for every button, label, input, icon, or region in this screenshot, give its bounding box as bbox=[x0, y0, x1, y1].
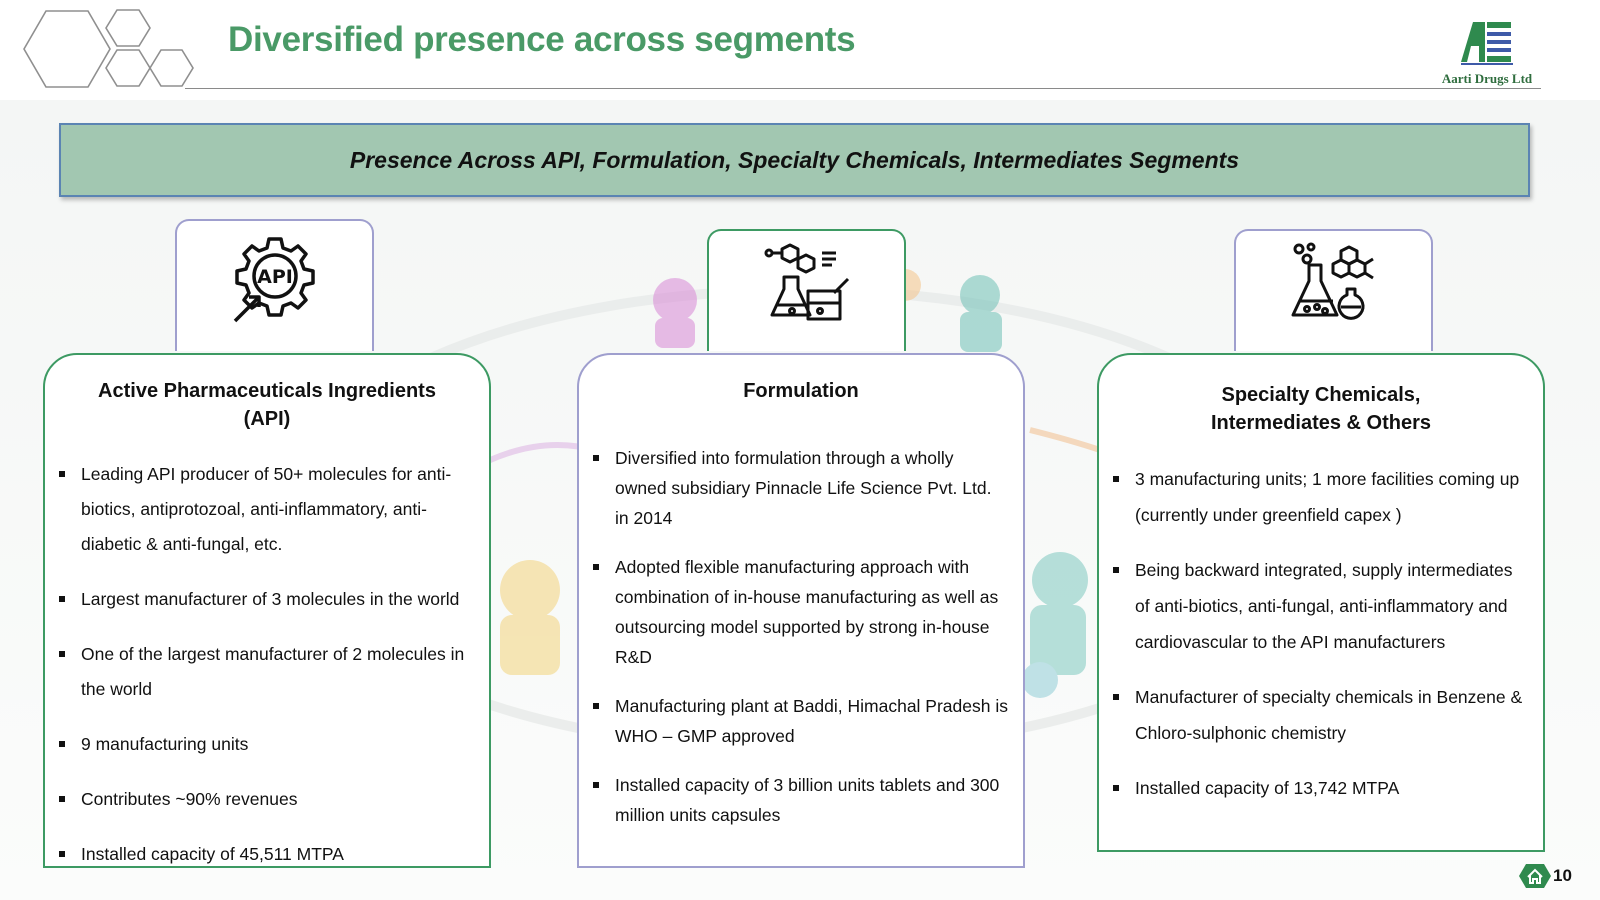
specialty-bullet-list: 3 manufacturing units; 1 more facilities… bbox=[1113, 461, 1529, 806]
aarti-logo-mark-icon bbox=[1461, 22, 1513, 65]
list-item: Adopted flexible manufacturing approach … bbox=[593, 552, 1009, 672]
list-item: Manufacturer of specialty chemicals in B… bbox=[1113, 679, 1529, 751]
list-item: Leading API producer of 50+ molecules fo… bbox=[59, 457, 475, 562]
banner-text: Presence Across API, Formulation, Specia… bbox=[349, 146, 1240, 173]
company-logo: Aarti Drugs Ltd bbox=[1432, 16, 1542, 87]
api-card: Active Pharmaceuticals Ingredients (API)… bbox=[43, 353, 491, 868]
list-item: Installed capacity of 3 billion units ta… bbox=[593, 770, 1009, 830]
list-item: Installed capacity of 13,742 MTPA bbox=[1113, 770, 1529, 806]
list-item: Largest manufacturer of 3 molecules in t… bbox=[59, 582, 475, 617]
chemistry-flask-molecule-icon bbox=[1291, 242, 1374, 320]
home-button[interactable]: 10 bbox=[1518, 862, 1572, 890]
formulation-bullet-list: Diversified into formulation through a w… bbox=[593, 443, 1009, 830]
formulation-icon-tab bbox=[707, 229, 906, 351]
api-icon-tab: API bbox=[175, 219, 374, 351]
list-item: Diversified into formulation through a w… bbox=[593, 443, 1009, 533]
list-item: Installed capacity of 45,511 MTPA bbox=[59, 837, 475, 872]
api-icon-label: API bbox=[257, 266, 293, 288]
title-divider bbox=[185, 88, 1541, 89]
page-number: 10 bbox=[1553, 866, 1572, 885]
segments-banner: Presence Across API, Formulation, Specia… bbox=[59, 123, 1530, 197]
list-item: 9 manufacturing units bbox=[59, 727, 475, 762]
list-item: Contributes ~90% revenues bbox=[59, 782, 475, 817]
specialty-card: Specialty Chemicals, Intermediates & Oth… bbox=[1097, 353, 1545, 852]
api-card-title: Active Pharmaceuticals Ingredients (API) bbox=[98, 380, 436, 430]
specialty-card-title: Specialty Chemicals, Intermediates & Oth… bbox=[1210, 384, 1432, 434]
specialty-icon-tab bbox=[1234, 229, 1433, 351]
logo-text: Aarti Drugs Ltd bbox=[1441, 71, 1533, 86]
api-bullet-list: Leading API producer of 50+ molecules fo… bbox=[59, 457, 475, 872]
page-title: Diversified presence across segments bbox=[228, 20, 856, 59]
formulation-card-title: Formulation bbox=[743, 380, 859, 402]
list-item: Manufacturing plant at Baddi, Himachal P… bbox=[593, 691, 1009, 751]
lab-flasks-icon bbox=[764, 243, 849, 321]
list-item: 3 manufacturing units; 1 more facilities… bbox=[1113, 461, 1529, 533]
api-gear-icon: API bbox=[233, 237, 315, 323]
hexagon-decoration bbox=[23, 9, 194, 88]
home-icon bbox=[1519, 864, 1551, 888]
formulation-card: Formulation Diversified into formulation… bbox=[577, 353, 1025, 868]
list-item: Being backward integrated, supply interm… bbox=[1113, 552, 1529, 660]
list-item: One of the largest manufacturer of 2 mol… bbox=[59, 637, 475, 707]
